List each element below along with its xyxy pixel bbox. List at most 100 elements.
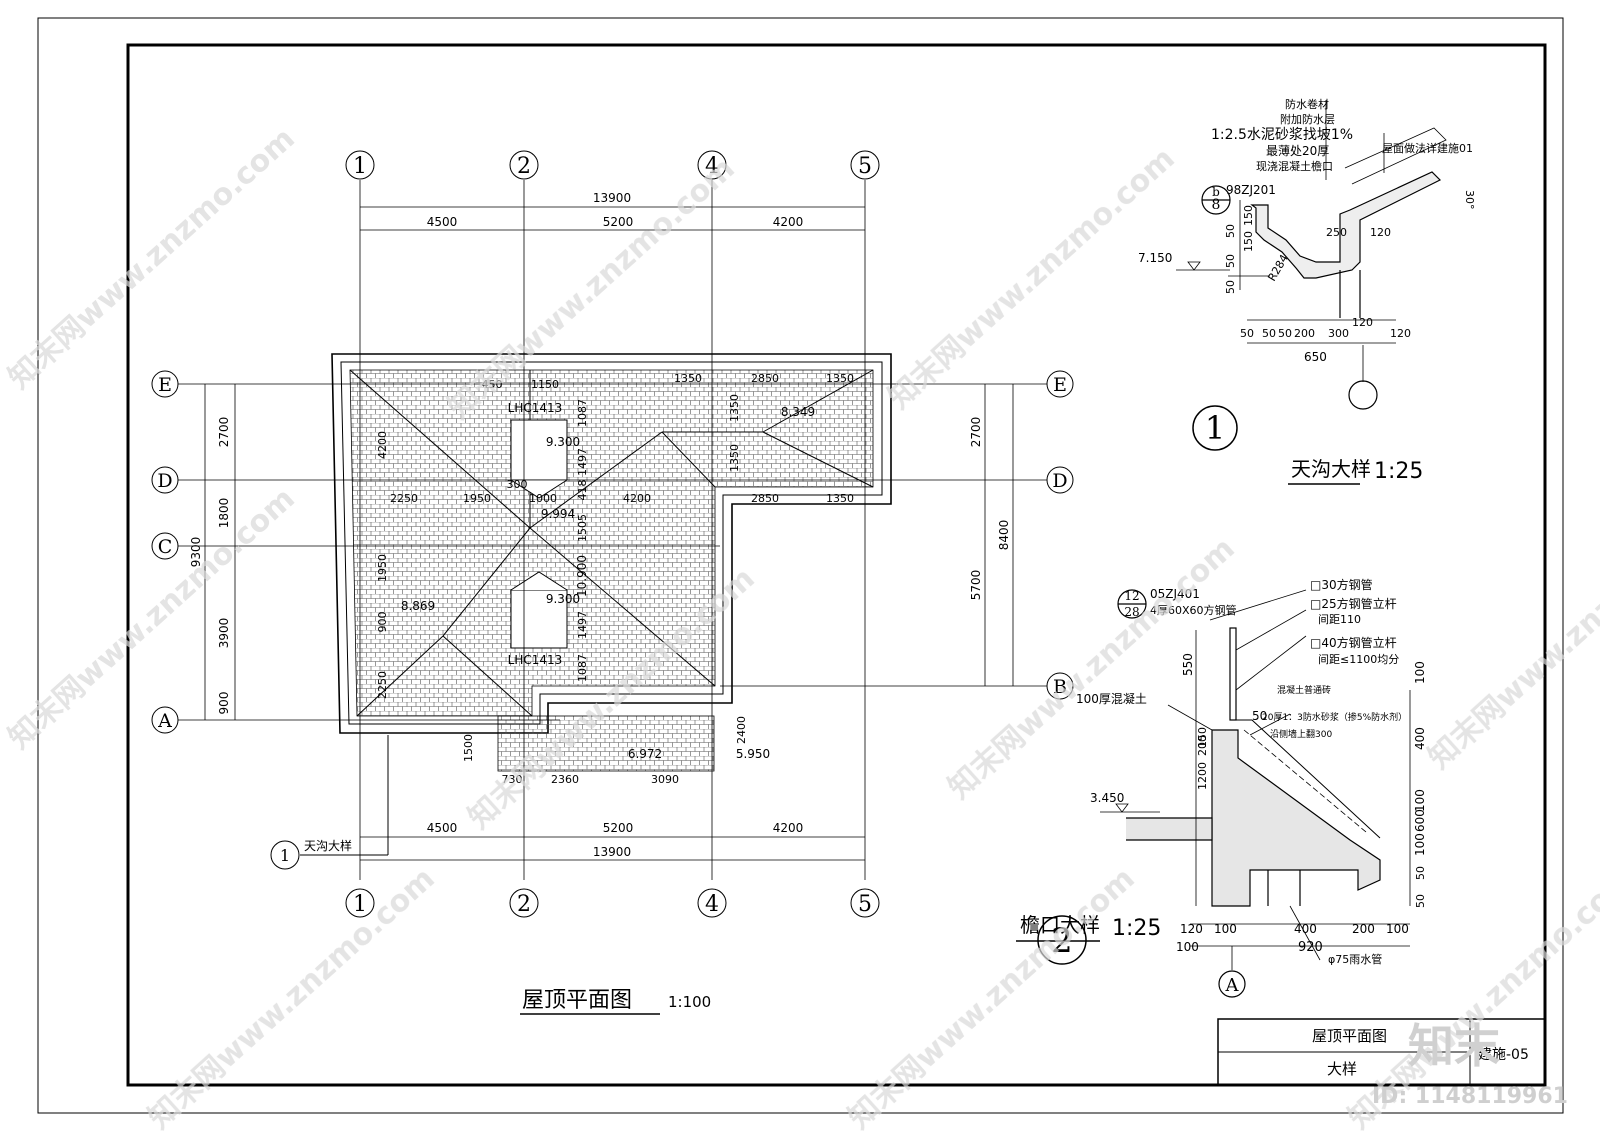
watermark-text: 知末网www.znzmo.com [2, 481, 302, 756]
idim-12: 1000 [529, 492, 557, 505]
d2-note-4: 间距≤1100均分 [1318, 653, 1399, 666]
axis-label-5-top: 5 [858, 154, 872, 179]
axis-label-D-left: D [157, 470, 172, 492]
detail2-scale: 1:25 [1112, 916, 1161, 941]
dim-bottom-total: 13900 [593, 845, 631, 859]
d2-ref-no: 12 [1124, 589, 1139, 603]
elev-7: 6.972 [628, 747, 662, 761]
idim-13: 418 [576, 480, 589, 501]
d1-note-1: 附加防水层 [1280, 112, 1335, 126]
idim-3: 1350 [674, 372, 702, 385]
d1-elevation: 7.150 [1138, 251, 1172, 265]
watermark-text: 知末网www.znzmo.com [882, 141, 1182, 416]
d2-dim-15: 200 [1352, 922, 1375, 936]
d2-dim-10: 50 [1414, 866, 1427, 880]
axis-label-E-right: E [1053, 374, 1067, 396]
d2-dim-0: 550 [1181, 653, 1195, 676]
d1-note-3: 最薄处20厚 [1266, 143, 1329, 158]
elev-4: 10.900 [575, 555, 589, 597]
d1-dim-6: 50 [1224, 280, 1237, 294]
elev-2: 8.349 [781, 405, 815, 419]
grid-bubbles [151, 150, 1074, 918]
d1-dim-4: 50 [1224, 254, 1237, 268]
idim-26: 730 [502, 773, 523, 786]
dim-bottom-2: 5200 [603, 821, 634, 835]
elev-3: 9.994 [541, 507, 575, 521]
idim-22: 1087 [576, 654, 589, 682]
idim-23: 4200 [376, 431, 389, 459]
d2-pipe: φ75雨水管 [1328, 952, 1382, 966]
elev-1: 9.300 [546, 435, 580, 449]
dim-left-4: 900 [217, 692, 231, 715]
dim-left-2: 1800 [217, 498, 231, 529]
d1-dim-13: 120 [1390, 327, 1411, 340]
watermark-text: 知末网www.znzmo.com [142, 861, 442, 1131]
d1-ref-code: 98ZJ201 [1226, 183, 1276, 197]
axis-label-1-bottom: 1 [353, 892, 367, 917]
axis-label-4-bottom: 4 [705, 892, 719, 917]
d1-dim-0: 250 [1326, 226, 1347, 239]
dim-right-1: 2700 [969, 417, 983, 448]
idim-5: 1350 [826, 372, 854, 385]
grid-lines [176, 180, 1058, 880]
idim-21: 1497 [576, 611, 589, 639]
d1-ref-no: 8 [1212, 197, 1221, 213]
axis-label-5-bottom: 5 [858, 892, 872, 917]
d1-dim-1: 120 [1370, 226, 1391, 239]
plan-scale: 1:100 [668, 993, 711, 1011]
d2-dim-18: 920 [1298, 940, 1323, 955]
inner-frame [126, 43, 1547, 1087]
d1-dim-9: 50 [1278, 327, 1292, 340]
d1-dim-11: 300 [1328, 327, 1349, 340]
dim-top-2: 5200 [603, 215, 634, 229]
dim-left-total: 9300 [189, 537, 203, 568]
idim-11: 1950 [463, 492, 491, 505]
d2-note-7: 沿侧墙上翻300 [1270, 728, 1332, 740]
d2-dim-13: 100 [1214, 922, 1237, 936]
d2-dim-11: 50 [1414, 894, 1427, 908]
dim-bottom-3: 4200 [773, 821, 804, 835]
d2-dim-2: 50 [1252, 709, 1267, 723]
dim-top-1: 4500 [427, 215, 458, 229]
idim-10: 2250 [390, 492, 418, 505]
roof-plan [300, 353, 892, 856]
idim-18: 1950 [376, 554, 389, 582]
axis-label-2-bottom: 2 [517, 892, 531, 917]
dim-right-total: 8400 [997, 520, 1011, 551]
idim-24: 1500 [462, 734, 475, 762]
outer-frame [37, 17, 1564, 1114]
d2-dim-5: 100 [1413, 661, 1427, 684]
d1-dim-12: 120 [1352, 316, 1373, 329]
idim-19: 900 [376, 612, 389, 633]
idim-14: 4200 [623, 492, 651, 505]
dim-top-total: 13900 [593, 191, 631, 205]
d1-dim-2: 50 [1224, 224, 1237, 238]
elev-6: 8.869 [401, 599, 435, 613]
axis-label-B-right: B [1053, 676, 1067, 698]
watermark-text: 知末网www.znzmo.com [2, 121, 302, 396]
title-block-title2: 大样 [1327, 1060, 1357, 1078]
roof-outline [331, 353, 892, 734]
d2-note-5: 混凝土普通砖 [1277, 684, 1331, 696]
idim-7: 1350 [728, 444, 741, 472]
window-2: LHC1413 [508, 653, 563, 667]
d1-ref-sheet: b [1212, 185, 1220, 199]
watermark-logo: 知末 [1408, 1019, 1500, 1073]
d2-dim-8: 600 [1413, 809, 1427, 832]
title-block-drawing-no: 建施-05 [1478, 1047, 1529, 1063]
d2-dim-7: 100 [1413, 789, 1427, 812]
d1-dim-14: 650 [1304, 350, 1327, 364]
d1-number: 1 [1205, 409, 1225, 447]
d1-dim-10: 200 [1294, 327, 1315, 340]
d1-angle: 30° [1463, 190, 1476, 210]
callout-label: 天沟大样 [304, 838, 352, 853]
d2-dim-1: 150 [1196, 727, 1209, 748]
d2-note-0: □30方钢管 [1310, 577, 1373, 592]
detail1-scale: 1:25 [1374, 459, 1423, 484]
watermark-text: 知末网www.znzmo.com [1422, 501, 1600, 776]
axis-label-2-top: 2 [517, 154, 531, 179]
d2-dim-12: 120 [1180, 922, 1203, 936]
title-block [1217, 1018, 1546, 1086]
idim-15: 2850 [751, 492, 779, 505]
